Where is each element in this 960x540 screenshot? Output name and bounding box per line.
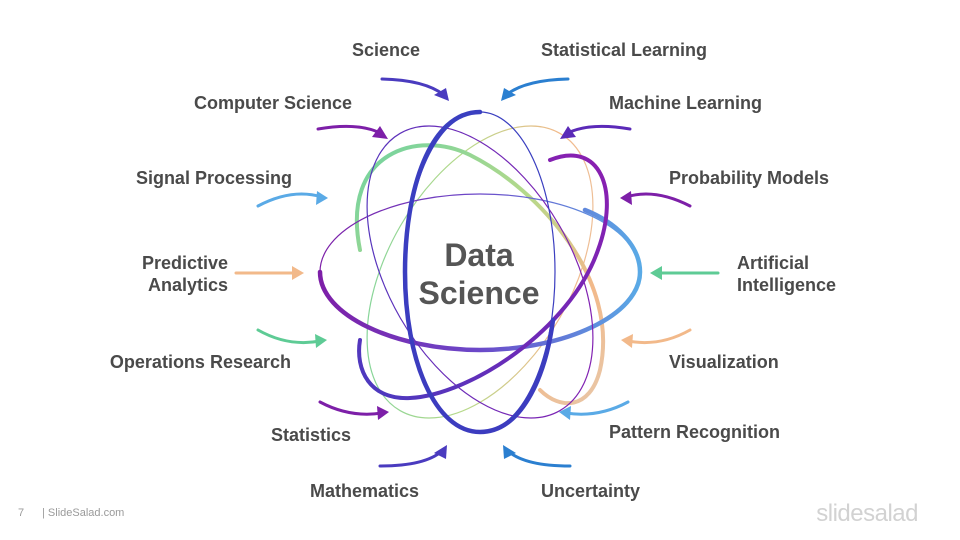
label-artificial-intelligence-line1: Artificial <box>737 253 810 273</box>
orbit-horizontal <box>317 193 643 353</box>
label-computer-science: Computer Science <box>193 93 352 113</box>
label-predictive-analytics-line2: Analytics <box>147 275 228 295</box>
label-predictive-analytics: Predictive Analytics <box>100 252 228 296</box>
orbit-tilt-right <box>357 125 609 419</box>
arrow-statistics <box>318 400 389 420</box>
label-machine-learning: Machine Learning <box>609 93 763 113</box>
arrow-pattern-recognition <box>559 400 630 420</box>
label-signal-processing: Signal Processing <box>135 168 292 188</box>
arrow-predictive-analytics <box>234 266 304 280</box>
label-visualization: Visualization <box>669 352 779 372</box>
arrow-visualization <box>621 328 692 348</box>
footer-source: | SlideSalad.com <box>42 507 125 519</box>
arrow-uncertainty <box>503 445 572 468</box>
arrow-statistical-learning <box>501 77 570 101</box>
arrow-operations-research <box>256 328 327 348</box>
label-science: Science <box>351 40 420 60</box>
center-title-line2: Science <box>418 275 540 311</box>
page-number: 7 <box>18 507 25 519</box>
orbit-tilt-left <box>354 125 606 419</box>
label-probability-models: Probability Models <box>669 168 830 188</box>
label-pattern-recognition: Pattern Recognition <box>609 422 781 442</box>
label-statistical-learning: Statistical Learning <box>541 40 708 60</box>
brand-logo: slidesalad <box>816 500 918 527</box>
arrow-science <box>380 77 449 101</box>
label-operations-research: Operations Research <box>109 352 291 372</box>
label-statistics: Statistics <box>270 425 351 445</box>
label-uncertainty: Uncertainty <box>541 481 641 501</box>
arrow-probability-models <box>620 191 692 208</box>
arrow-computer-science <box>316 124 388 139</box>
center-title-line1: Data <box>444 237 514 273</box>
arrow-artificial-intelligence <box>650 266 720 280</box>
arrow-mathematics <box>378 445 447 468</box>
label-artificial-intelligence-line2: Intelligence <box>737 275 837 295</box>
label-mathematics: Mathematics <box>309 481 419 501</box>
label-artificial-intelligence: Artificial Intelligence <box>737 252 836 296</box>
arrow-machine-learning <box>560 124 632 139</box>
orbit-vertical <box>402 109 556 435</box>
label-predictive-analytics-line1: Predictive <box>141 253 228 273</box>
center-title: Data Science <box>405 236 553 312</box>
arrow-signal-processing <box>256 191 328 208</box>
